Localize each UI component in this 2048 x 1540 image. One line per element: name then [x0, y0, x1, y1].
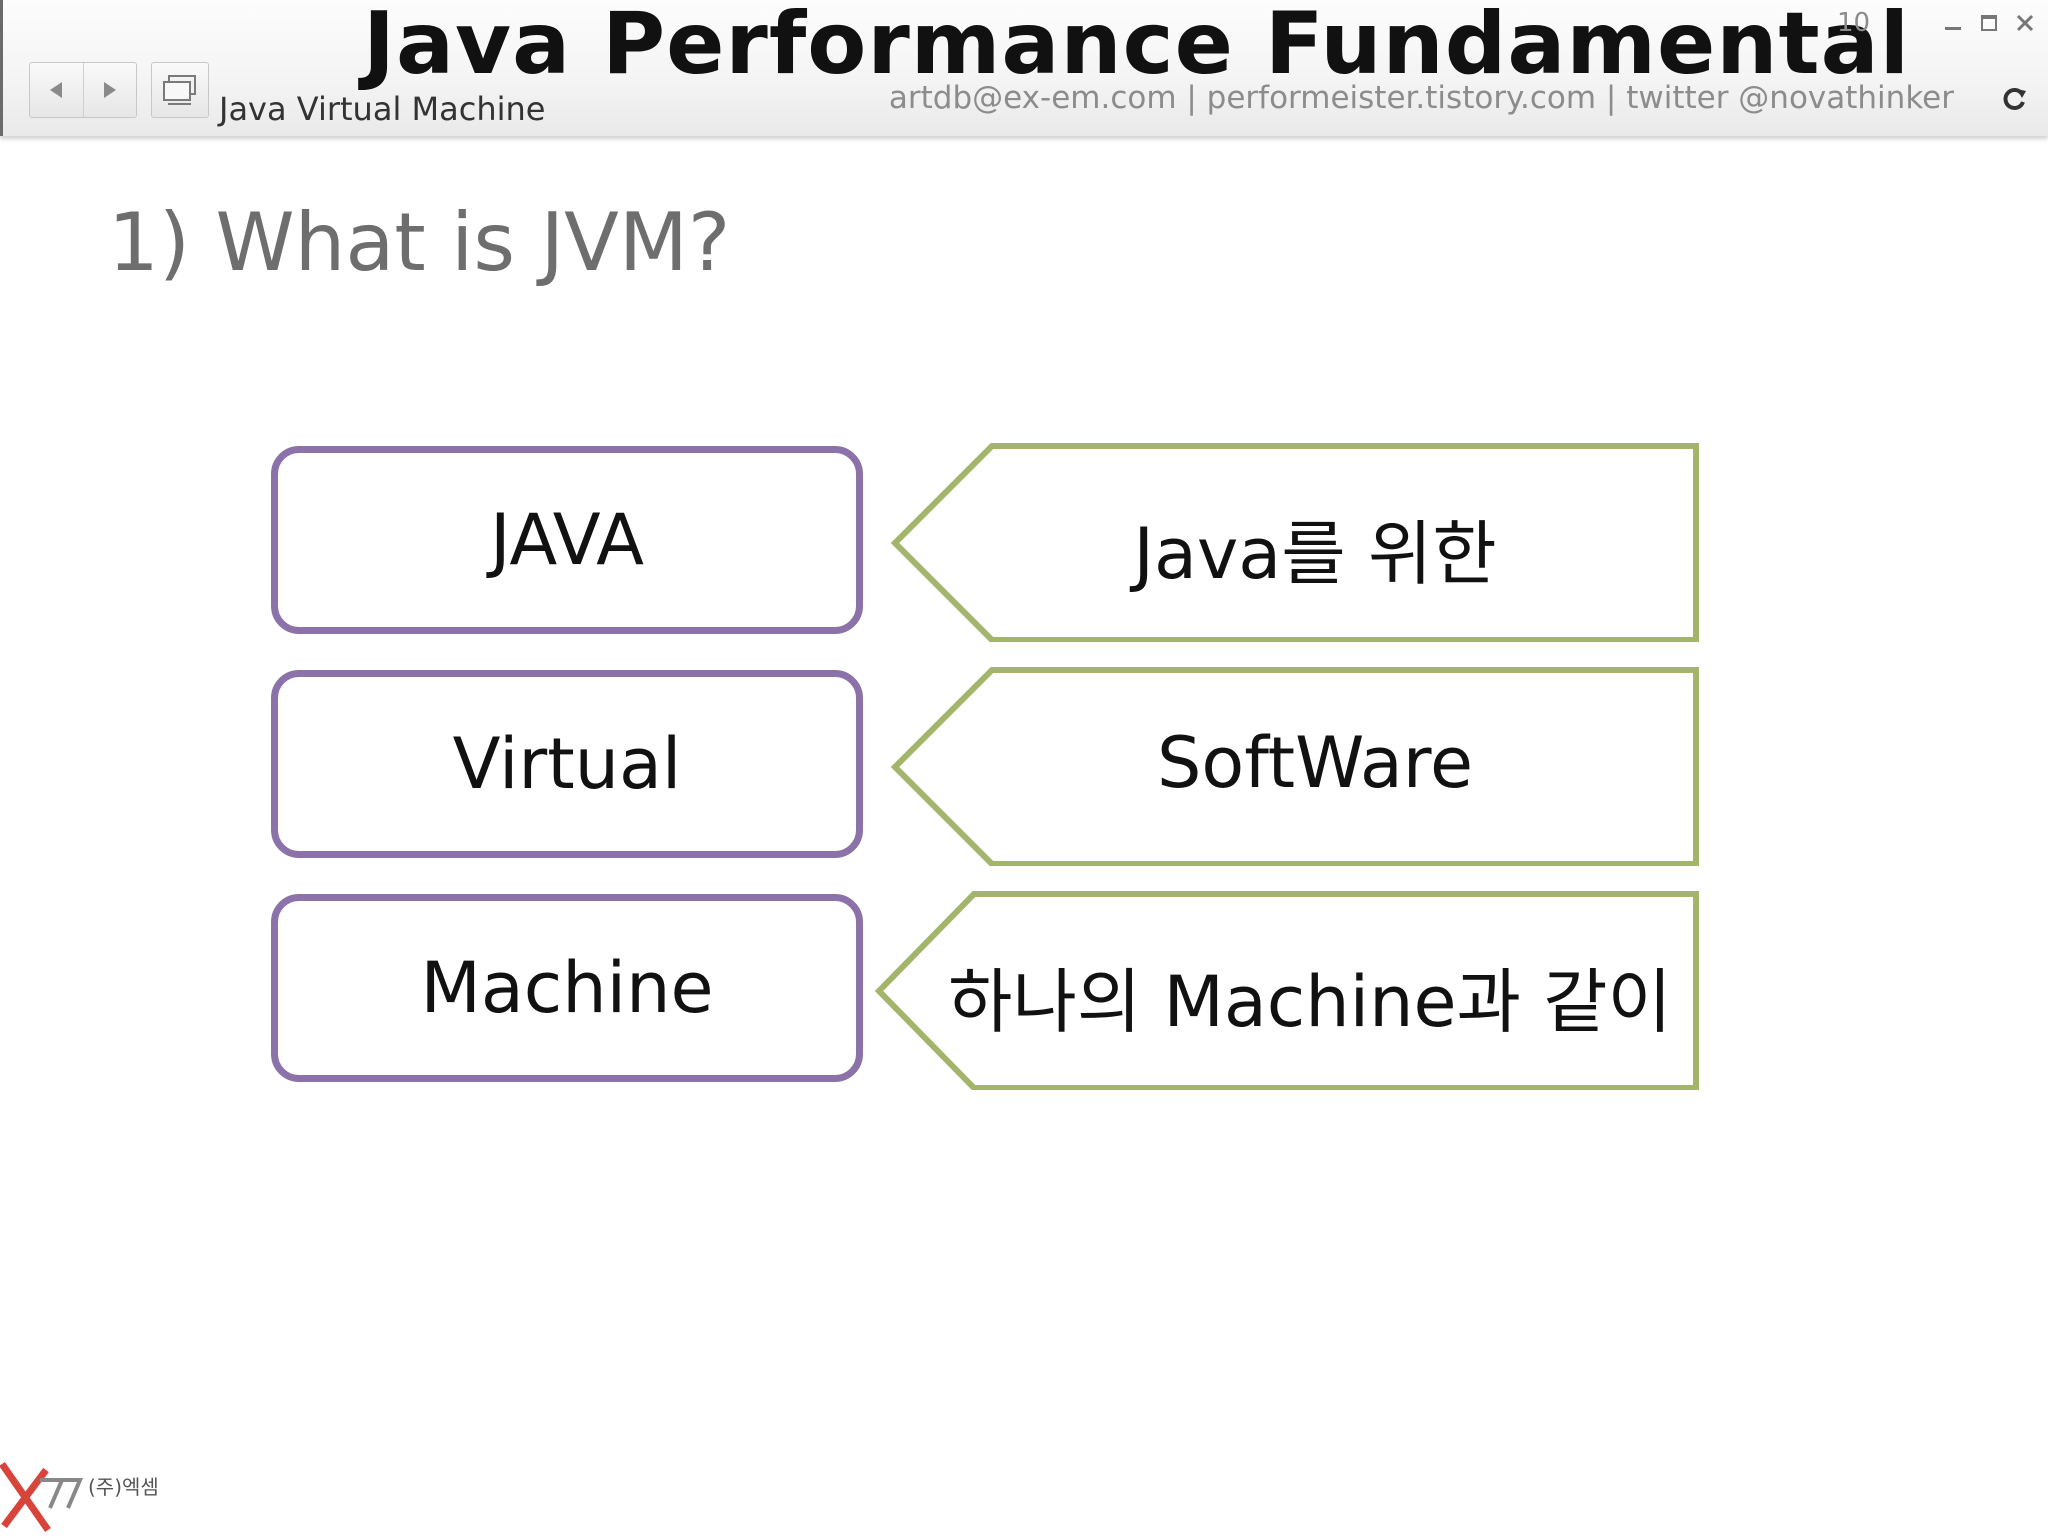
- close-icon: [2016, 14, 2034, 32]
- meaning-arrow-shape: [890, 443, 1699, 642]
- left-triangle-icon: [50, 82, 63, 98]
- contact-info: artdb@ex-em.com | performeister.tistory.…: [888, 80, 1954, 116]
- company-logo: (주)엑셈: [0, 1460, 180, 1536]
- slide-heading: 1) What is JVM?: [108, 196, 731, 289]
- nav-button-group: [29, 62, 137, 118]
- next-slide-button[interactable]: [82, 63, 137, 117]
- exem-logo-icon: (주)엑셈: [0, 1461, 159, 1533]
- definition-row: JAVA Java를 위한: [0, 442, 2048, 642]
- term-box: Machine: [271, 894, 863, 1082]
- minimize-button[interactable]: [1942, 8, 1964, 38]
- window-controls: [1942, 8, 2036, 38]
- section-subtitle: Java Virtual Machine: [219, 90, 546, 128]
- definition-row: Virtual SoftWare: [0, 666, 2048, 866]
- term-box: JAVA: [271, 446, 863, 634]
- meaning-arrow-shape: [890, 667, 1699, 866]
- slides-overview-button[interactable]: [151, 62, 209, 118]
- prev-slide-button[interactable]: [30, 63, 83, 117]
- close-button[interactable]: [2014, 8, 2036, 38]
- maximize-button[interactable]: [1978, 8, 2000, 38]
- svg-text:(주)엑셈: (주)엑셈: [88, 1475, 159, 1499]
- meaning-text: 하나의 Machine과 같이: [948, 961, 1672, 1043]
- minimize-icon: [1945, 27, 1961, 30]
- refresh-button[interactable]: [2002, 86, 2028, 119]
- meaning-text: Java를 위한: [1133, 513, 1497, 595]
- slides-icon: [163, 75, 196, 105]
- presentation-title: Java Performance Fundamental: [363, 0, 1911, 94]
- maximize-icon: [1981, 15, 1997, 31]
- header-bar: Java Performance Fundamental Java Virtua…: [0, 0, 2048, 136]
- refresh-icon: [2003, 88, 2026, 110]
- meaning-arrow-shape: [874, 891, 1699, 1090]
- term-box: Virtual: [271, 670, 863, 858]
- page-number: 10: [1837, 8, 1871, 38]
- meaning-text: SoftWare: [1156, 722, 1474, 804]
- right-triangle-icon: [103, 82, 116, 98]
- definition-row: Machine 하나의 Machine과 같이: [0, 890, 2048, 1090]
